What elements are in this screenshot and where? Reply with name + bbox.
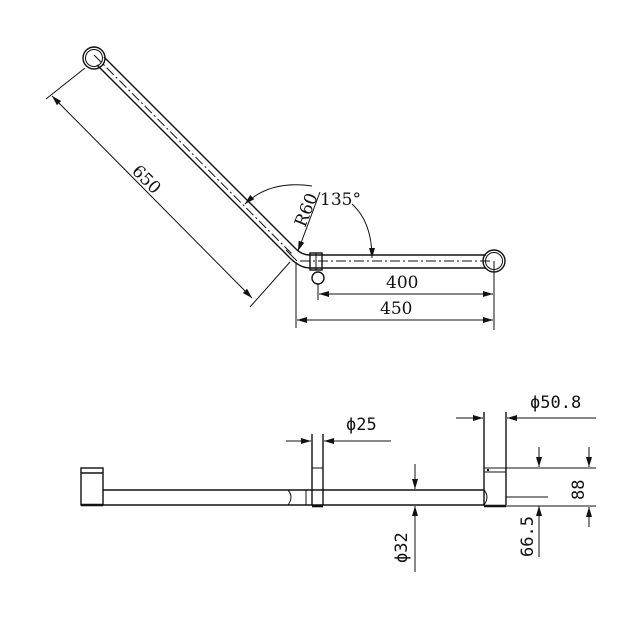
dimension-phi25: ϕ25 [286,415,391,444]
end-flange-top-left [82,46,106,70]
label-r60: R60 [291,190,322,229]
dimension-radius: R60 [291,190,323,252]
angled-tube [93,54,311,269]
end-cap-left [80,467,104,507]
label-450: 450 [380,299,412,319]
dimension-66-5: 66.5 [506,447,548,557]
label-phi50-8: ϕ50.8 [530,393,581,413]
main-tube [103,489,484,506]
dimension-88: 88 [506,447,596,527]
mid-post [311,434,324,508]
dimension-400: 400 [317,261,495,330]
label-phi32: ϕ32 [392,532,412,563]
top-view: 650 135° R60 400 450 [45,46,506,330]
label-66-5: 66.5 [518,516,538,557]
label-650: 650 [127,161,164,198]
dimension-phi32: ϕ32 [392,464,418,572]
label-88: 88 [569,480,589,500]
dimension-650: 650 [45,67,291,308]
horizontal-tube [300,252,490,285]
dimension-angle: 135° [244,184,375,259]
dimension-450: 450 [295,262,493,328]
front-view: ϕ25 ϕ50.8 ϕ32 66.5 88 [80,393,596,572]
end-flange-right-front [483,412,507,508]
label-400: 400 [386,273,418,293]
label-phi25: ϕ25 [346,415,377,435]
dimension-phi50-8: ϕ50.8 [456,393,596,421]
mid-support-post [311,271,325,285]
label-angle: 135° [320,190,361,210]
